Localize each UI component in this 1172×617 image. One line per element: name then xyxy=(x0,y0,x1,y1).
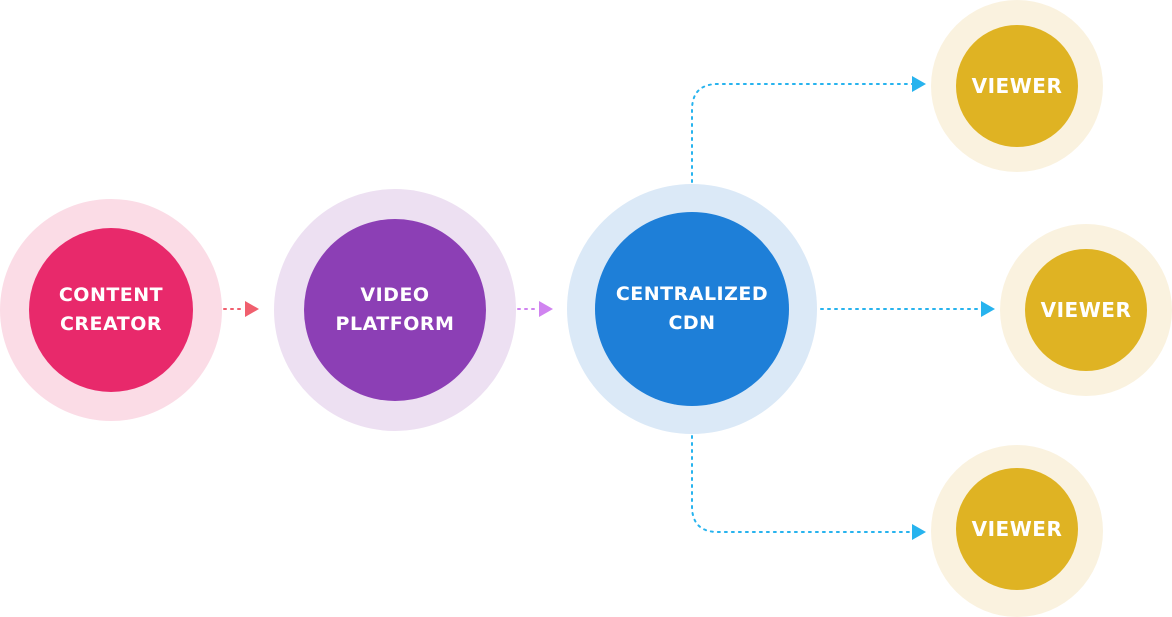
arrowhead-cdn-viewer-1 xyxy=(912,76,926,92)
viewer-label: VIEWER xyxy=(971,73,1063,98)
viewer-label: VIEWER xyxy=(971,516,1063,541)
video-platform-node: VIDEO PLATFORM xyxy=(304,219,486,401)
content-creator-label-line2: CREATOR xyxy=(59,313,163,335)
arrowhead-creator-platform xyxy=(245,301,259,317)
viewer-node: VIEWER xyxy=(956,25,1078,147)
viewer-node: VIEWER xyxy=(1025,249,1147,371)
connector-cdn-viewer-3 xyxy=(691,407,913,533)
arrowhead-platform-cdn xyxy=(539,301,553,317)
content-creator-node: CONTENT CREATOR xyxy=(29,228,193,392)
video-platform-label-line1: VIDEO xyxy=(360,284,430,306)
arrowhead-cdn-viewer-2 xyxy=(981,301,995,317)
centralized-cdn-label-line1: CENTRALIZED xyxy=(615,283,769,305)
connector-cdn-viewer-1 xyxy=(691,83,913,211)
video-platform-label-line2: PLATFORM xyxy=(335,313,455,335)
centralized-cdn-node: CENTRALIZED CDN xyxy=(595,212,789,406)
centralized-cdn-label-line2: CDN xyxy=(668,312,716,334)
content-creator-label-line1: CONTENT xyxy=(58,284,164,306)
arrowhead-cdn-viewer-3 xyxy=(912,524,926,540)
viewer-label: VIEWER xyxy=(1040,297,1132,322)
viewer-node: VIEWER xyxy=(956,468,1078,590)
